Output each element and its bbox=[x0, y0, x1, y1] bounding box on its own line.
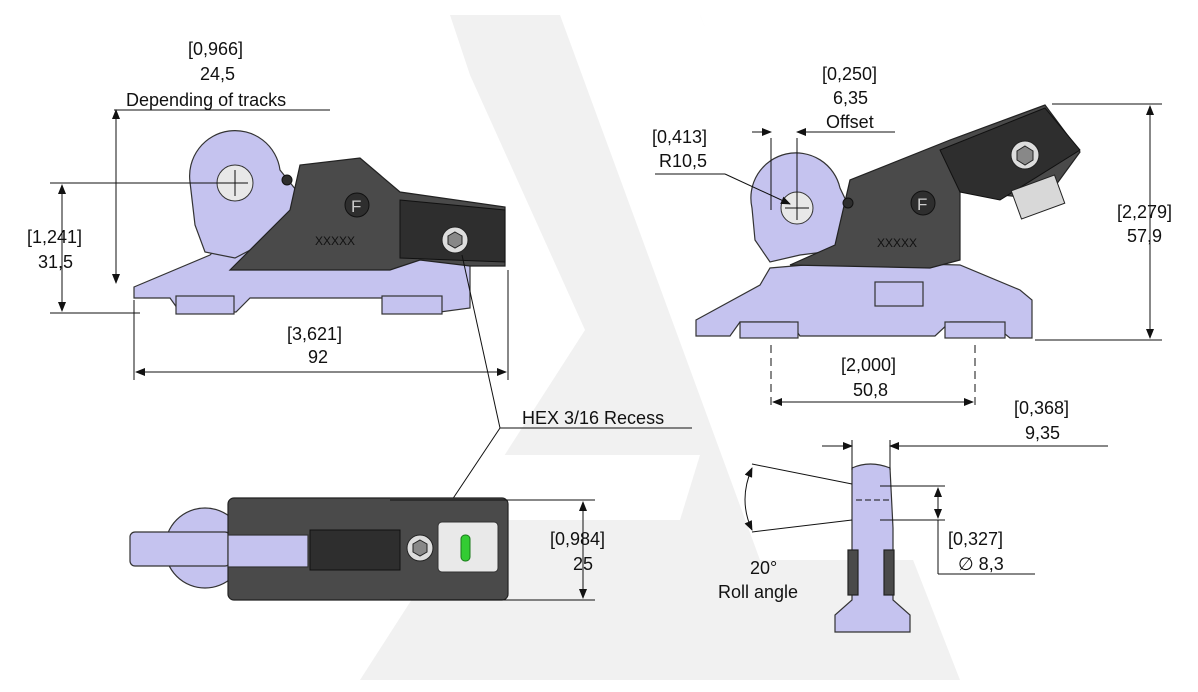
radius-mm: R10,5 bbox=[659, 151, 707, 171]
tilted-view-letter: F bbox=[917, 195, 927, 214]
top-view-dimensions bbox=[390, 499, 595, 601]
side-height-bracket: [1,241] bbox=[27, 227, 82, 247]
top-width-mm: 25 bbox=[573, 554, 593, 574]
tilted-view-dimensions bbox=[655, 103, 1162, 410]
side-view-clamp: F XXXXX bbox=[133, 130, 506, 315]
side-length-mm: 92 bbox=[308, 347, 328, 367]
status-indicator bbox=[460, 534, 471, 562]
side-view-dimensions bbox=[50, 109, 509, 380]
hex-note: HEX 3/16 Recess bbox=[522, 408, 664, 428]
side-width-note: Depending of tracks bbox=[126, 90, 286, 110]
thickness-mm: 9,35 bbox=[1025, 423, 1060, 443]
diameter-bracket: [0,327] bbox=[948, 529, 1003, 549]
roll-angle-value: 20° bbox=[750, 558, 777, 578]
offset-bracket: [0,250] bbox=[822, 64, 877, 84]
side-height-mm: 31,5 bbox=[38, 252, 73, 272]
diameter-mm: ∅ 8,3 bbox=[958, 554, 1004, 574]
spacing-mm: 50,8 bbox=[853, 380, 888, 400]
section-view-dimensions bbox=[744, 440, 1108, 575]
top-width-bracket: [0,984] bbox=[550, 529, 605, 549]
roll-angle-label: Roll angle bbox=[718, 582, 798, 602]
side-width-bracket: [0,966] bbox=[188, 39, 243, 59]
offset-mm: 6,35 bbox=[833, 88, 868, 108]
tilted-view-clamp: F XXXXX bbox=[695, 104, 1081, 339]
offset-label: Offset bbox=[826, 112, 874, 132]
spacing-bracket: [2,000] bbox=[841, 355, 896, 375]
tilted-height-mm: 57,9 bbox=[1127, 226, 1162, 246]
side-view-letter: F bbox=[351, 197, 361, 216]
radius-bracket: [0,413] bbox=[652, 127, 707, 147]
side-width-mm: 24,5 bbox=[200, 64, 235, 84]
side-view-mark: XXXXX bbox=[315, 234, 355, 248]
tilted-height-bracket: [2,279] bbox=[1117, 202, 1172, 222]
top-view-clamp bbox=[129, 497, 509, 601]
side-length-bracket: [3,621] bbox=[287, 324, 342, 344]
tilted-view-mark: XXXXX bbox=[877, 236, 917, 250]
thickness-bracket: [0,368] bbox=[1014, 398, 1069, 418]
section-view-clamp bbox=[834, 463, 911, 633]
